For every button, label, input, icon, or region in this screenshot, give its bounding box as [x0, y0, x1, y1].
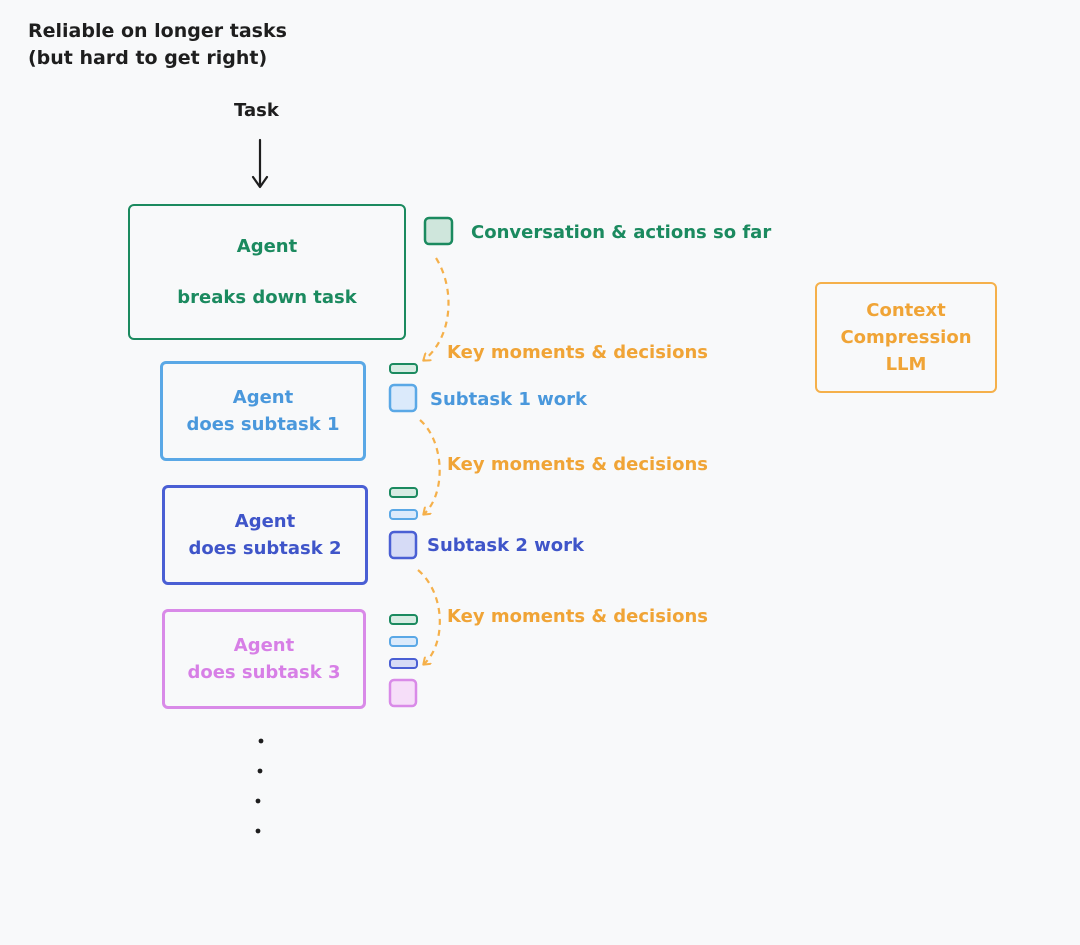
key-moments-label-3: Key moments & decisions: [447, 606, 708, 627]
main-agent-subtitle: breaks down task: [177, 287, 357, 308]
context-line-2: Compression: [840, 327, 972, 348]
conversation-label: Conversation & actions so far: [471, 222, 772, 243]
task-arrow: [251, 138, 269, 189]
subtask-2-work-label: Subtask 2 work: [427, 535, 584, 556]
summary-chip-main-3: [389, 614, 418, 625]
subagent-box-2: Agent does subtask 2: [162, 485, 368, 585]
key-moments-label-2: Key moments & decisions: [447, 454, 708, 475]
subagent-3-subtitle: does subtask 3: [187, 662, 341, 683]
main-agent-title: Agent: [236, 236, 298, 257]
subagent-3-title: Agent: [233, 635, 295, 656]
compression-flow-arrow-1: [424, 257, 450, 360]
key-moments-label-1: Key moments & decisions: [447, 342, 708, 363]
task-label: Task: [234, 100, 279, 121]
subagent-1-title: Agent: [232, 387, 294, 408]
context-line-3: LLM: [885, 354, 927, 375]
summary-chip-subtask-1: [389, 509, 418, 520]
context-line-1: Context: [866, 300, 946, 321]
subagent-1-subtitle: does subtask 1: [186, 414, 340, 435]
compression-flow-arrow-2: [419, 419, 441, 514]
diagram-heading: Reliable on longer tasks (but hard to ge…: [28, 20, 287, 69]
subtask-1-work-label: Subtask 1 work: [430, 389, 587, 410]
subtask-1-work-chip: [388, 383, 418, 413]
summary-chip-main-2: [389, 487, 418, 498]
subagent-box-1: Agent does subtask 1: [160, 361, 366, 461]
compression-flow-arrow-3: [417, 569, 441, 664]
subagent-box-3: Agent does subtask 3: [162, 609, 366, 709]
conversation-context-chip: [423, 216, 454, 246]
continuation-dots: [255, 738, 264, 834]
context-compression-box: Context Compression LLM: [815, 282, 997, 393]
summary-chip-main: [389, 363, 418, 374]
summary-chip-subtask-1-b: [389, 636, 418, 647]
subagent-2-subtitle: does subtask 2: [188, 538, 342, 559]
subagent-2-title: Agent: [234, 511, 296, 532]
main-agent-box: Agent breaks down task: [128, 204, 406, 340]
summary-chip-subtask-2: [389, 658, 418, 669]
subtask-2-work-chip: [388, 530, 418, 560]
subtask-3-work-chip: [388, 678, 418, 708]
